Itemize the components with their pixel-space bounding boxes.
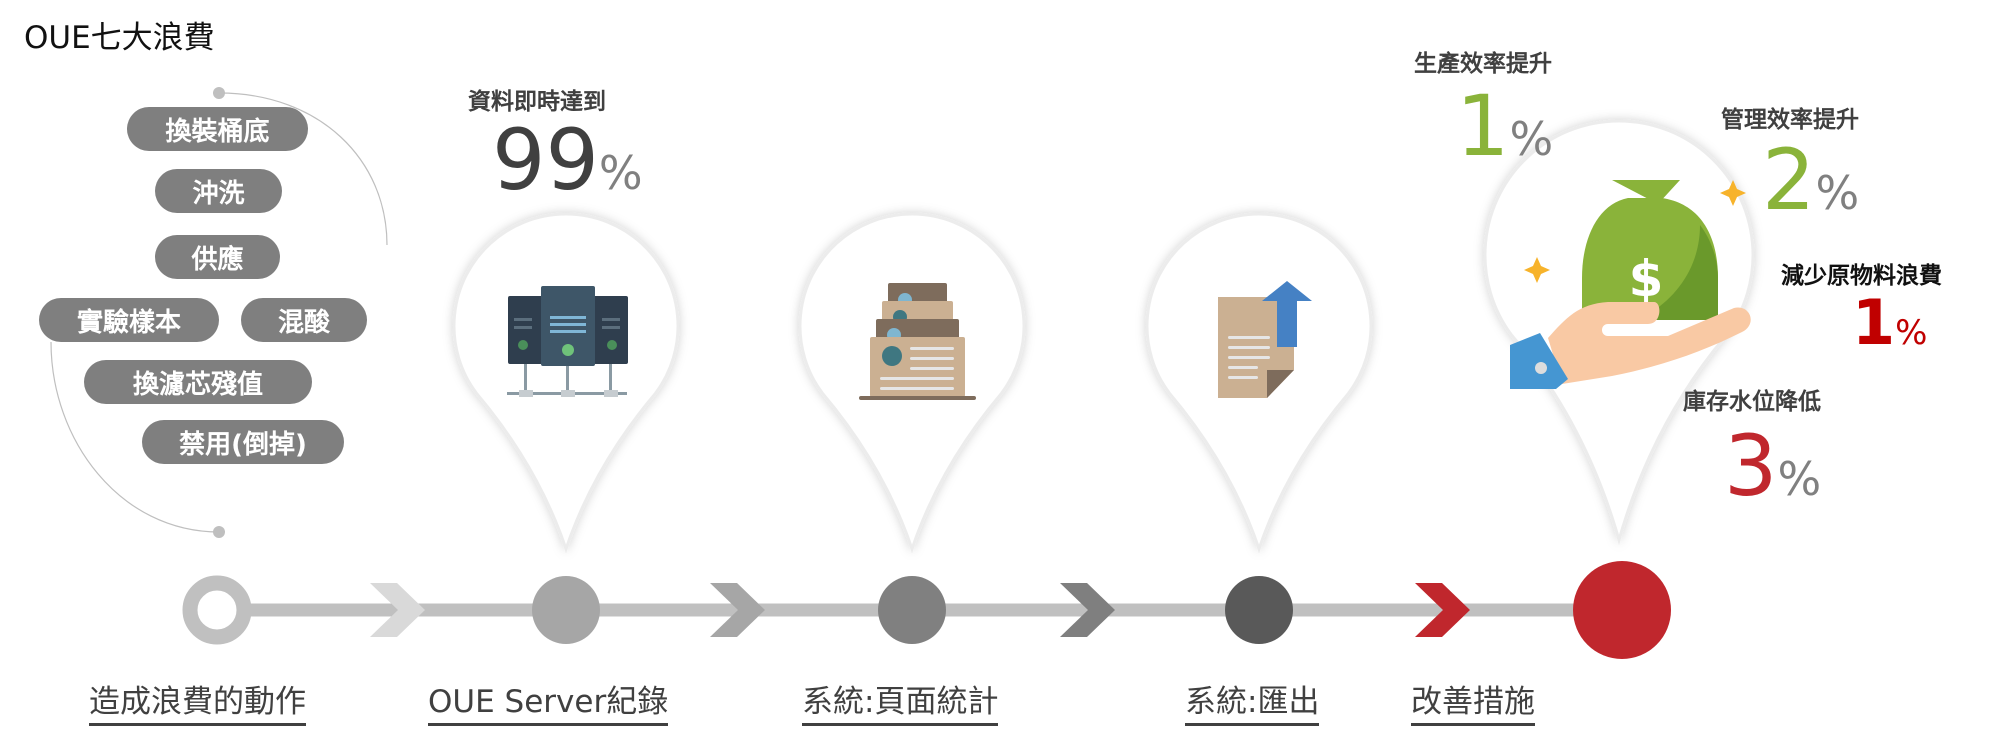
svg-text:$: $ (1629, 250, 1664, 308)
result-number: 1 (1852, 286, 1896, 359)
result-caption: 庫存水位降低 (1683, 389, 1821, 415)
result-number: 2 (1762, 131, 1816, 229)
result-value: 1% (1852, 292, 1927, 354)
result-number: 3 (1724, 417, 1778, 515)
realtime-unit: % (598, 146, 643, 200)
waste-tag: 換裝桶底 (127, 107, 308, 151)
timeline-dot (532, 576, 600, 644)
stage-label: 改善措施 (1411, 676, 1535, 726)
result-value: 3% (1724, 424, 1821, 508)
stage-label: OUE Server紀錄 (428, 676, 669, 726)
result-caption: 管理效率提升 (1721, 107, 1859, 133)
result-caption: 生產效率提升 (1414, 51, 1552, 77)
stage-label: 造成浪費的動作 (89, 676, 306, 726)
card-file-icon (859, 283, 976, 400)
waste-tag: 沖洗 (155, 169, 282, 213)
waste-tag: 換濾芯殘值 (84, 360, 312, 404)
money-bag-hand-icon: $ (1510, 180, 1751, 389)
bracket-dot-top (213, 87, 225, 99)
bracket-arc-bottom (50, 341, 220, 533)
waste-tag: 實驗樣本 (39, 298, 219, 342)
chevron-arrow-icon (1060, 583, 1115, 637)
timeline-dot (878, 576, 946, 644)
result-unit: % (1815, 166, 1860, 220)
server-icon (507, 286, 628, 397)
chevron-arrow-icon (370, 583, 425, 637)
stage-label: 系統:頁面統計 (802, 676, 999, 726)
timeline-start-ring (182, 575, 252, 645)
page-title: OUE七大浪費 (24, 20, 215, 56)
chevron-arrow-icon (710, 583, 765, 637)
waste-tag: 禁用(倒掉) (142, 420, 344, 464)
realtime-number: 99 (492, 111, 599, 209)
bracket-arc-top (218, 92, 388, 246)
bracket-dot-bottom (213, 526, 225, 538)
timeline-dot (1225, 576, 1293, 644)
result-unit: % (1895, 313, 1928, 353)
result-value: 1% (1456, 84, 1553, 168)
chevron-arrow-icon (1415, 583, 1470, 637)
waste-tag: 供應 (155, 235, 280, 279)
result-caption: 減少原物料浪費 (1781, 263, 1942, 289)
result-unit: % (1509, 112, 1554, 166)
timeline-dot (1573, 561, 1671, 659)
realtime-caption: 資料即時達到 (468, 89, 606, 115)
result-unit: % (1777, 452, 1822, 506)
waste-tag: 混酸 (241, 298, 367, 342)
document-export-icon (1218, 281, 1312, 398)
realtime-value: 99% (492, 118, 643, 202)
result-value: 2% (1762, 138, 1859, 222)
stage-label: 系統:匯出 (1185, 676, 1320, 726)
result-number: 1 (1456, 77, 1510, 175)
